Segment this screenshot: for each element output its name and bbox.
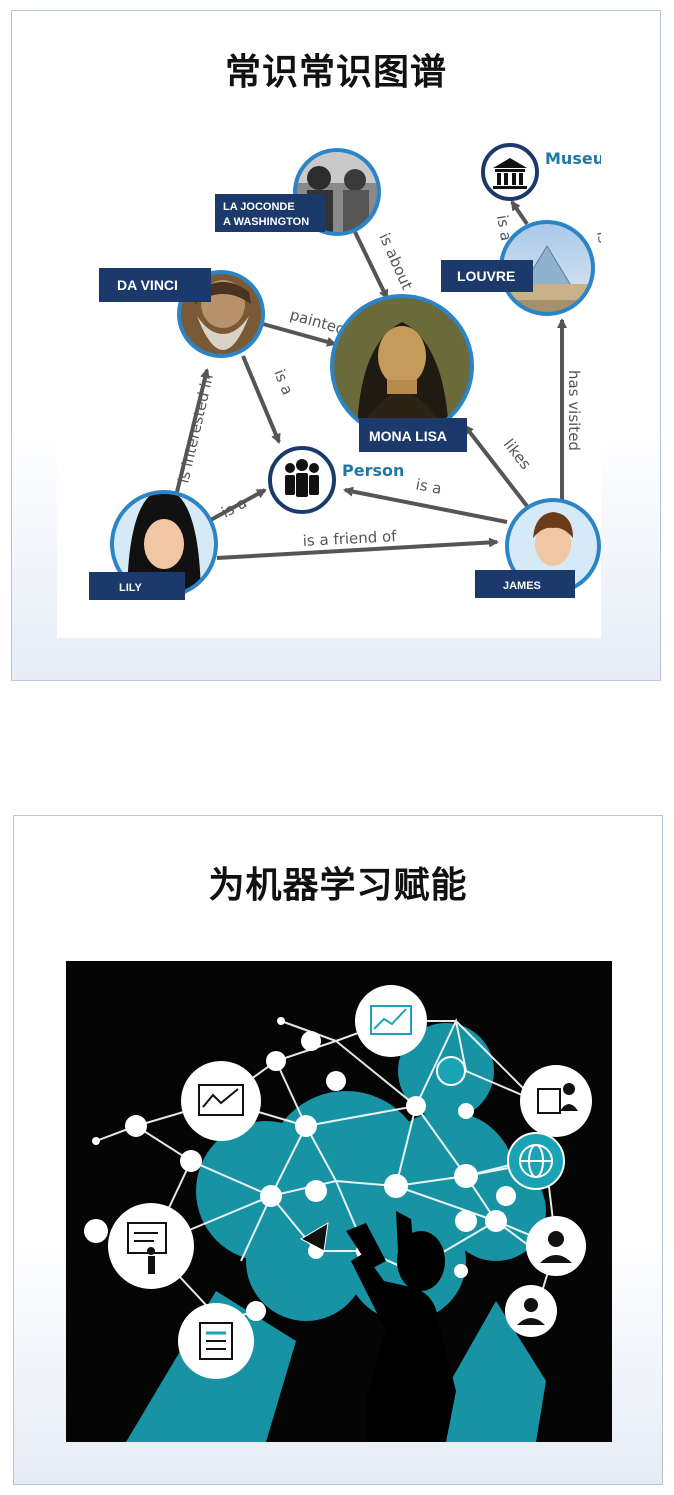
globe-icon [507, 1132, 565, 1190]
edge-label-is-partial: is [593, 230, 601, 245]
label-person: Person [342, 461, 404, 480]
presenter-icon [108, 1203, 194, 1289]
woman-silhouette [346, 1211, 456, 1442]
edge-is-a-friend-of [216, 537, 499, 560]
label-la-joconde-line2: A WASHINGTON [223, 216, 309, 228]
edge-label-is-a-friend-of: is a friend of [302, 527, 397, 550]
edge-label-james-is-a: is a [414, 475, 443, 498]
label-box-mona-lisa [359, 418, 467, 452]
knowledge-graph-diagram: is about painted is a is interested in i… [57, 134, 601, 638]
network-nodes [84, 1017, 516, 1321]
line-chart-icon [355, 985, 427, 1057]
label-museum: Museum [545, 149, 601, 168]
label-james: JAMES [503, 580, 541, 592]
edge-label-has-visited: has visited [565, 370, 583, 451]
edge-is-about [353, 231, 389, 300]
label-box-james [475, 570, 575, 598]
label-box-da-vinci [99, 268, 211, 302]
document-icon [178, 1303, 254, 1379]
chart-board-icon [181, 1061, 261, 1141]
edge-james-is-a [343, 486, 508, 524]
label-da-vinci: DA VINCI [117, 277, 178, 293]
card-title: 为机器学习赋能 [208, 865, 468, 906]
ml-network-illustration [66, 961, 612, 1442]
museum-icon [481, 143, 539, 201]
edge-likes [463, 424, 529, 508]
businesswoman-icon-2 [505, 1285, 557, 1337]
teal-node-icon [436, 1056, 466, 1086]
edge-painted [262, 322, 337, 347]
label-mona-lisa: MONA LISA [369, 428, 447, 444]
node-mona-lisa [330, 294, 474, 438]
person-group-icon [268, 446, 336, 514]
label-box-lily [89, 572, 185, 600]
label-box-la-joconde [215, 194, 325, 232]
edge-label-lily-is-a: is a [218, 493, 249, 521]
edge-label-likes: likes [500, 435, 535, 473]
edge-davinci-is-a [241, 355, 281, 444]
edge-label-louvre-is-a: is a [493, 214, 515, 243]
edge-lily-is-a [206, 488, 267, 524]
businesswoman-icon [526, 1216, 586, 1276]
edge-label-is-interested-in: is interested in [174, 372, 217, 485]
card-title: 常识常识图谱 [224, 52, 447, 93]
edge-louvre-is-a [510, 200, 529, 226]
label-lily: LILY [119, 582, 142, 594]
label-louvre: LOUVRE [457, 268, 515, 284]
machine-learning-card: 为机器学习赋能 [13, 815, 663, 1485]
label-la-joconde-line1: LA JOCONDE [223, 201, 295, 213]
graph-edges [175, 200, 567, 560]
send-arrow-icon [299, 1222, 329, 1252]
edge-is-interested-in [175, 368, 210, 493]
knowledge-graph-card: 常识常识图谱 [11, 10, 661, 681]
support-agent-icon [520, 1065, 592, 1137]
edge-label-davinci-is-a: is a [270, 367, 296, 398]
label-box-louvre [441, 260, 533, 292]
